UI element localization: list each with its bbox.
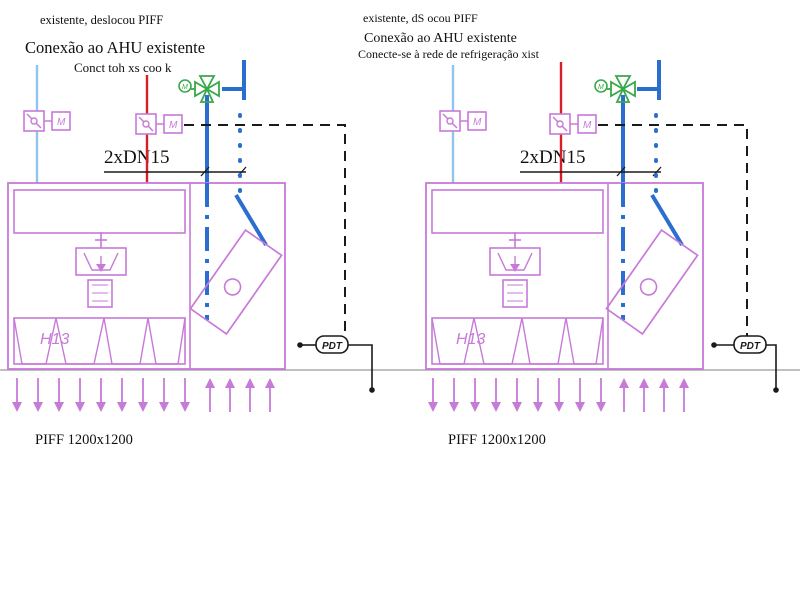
unit-1-damper-supply: M (135, 113, 183, 135)
unit-1-pipe-label: 2xDN15 (104, 147, 169, 168)
unit-2-damper-supply-motor-label: M (583, 120, 592, 131)
unit-1-cooling-coil (189, 228, 283, 336)
unit-1-fan (75, 232, 127, 308)
unit-1-upper-chamber (13, 189, 186, 234)
unit-1-supply-airflow-arrows (12, 378, 190, 412)
unit-2-caption: PIFF 1200x1200 (448, 432, 546, 448)
unit-1-caption: PIFF 1200x1200 (35, 432, 133, 448)
unit-2-damper-return-motor-label: M (473, 117, 482, 128)
unit-2-filter-label: H13 (456, 331, 485, 348)
unit-2-control-line-dashed (598, 124, 764, 340)
unit-1-damper-supply-motor-label: M (169, 120, 178, 131)
unit-2-chilled-pipe-diagonal (650, 193, 684, 247)
unit-2-valve-actuator-label: M (598, 84, 604, 91)
unit-2-fan (489, 232, 541, 308)
unit-1-valve-actuator-label: M (182, 84, 188, 91)
unit-1-hepa-filter: H13 (13, 317, 186, 365)
unit-2-cooling-coil (605, 228, 699, 336)
unit-1-damper-return-motor-label: M (57, 117, 66, 128)
unit-2-damper-return: M (439, 110, 487, 132)
unit-2-pdt-label: PDT (740, 341, 761, 352)
unit-2-housing (425, 182, 704, 370)
unit-1-heading: Conexão ao AHU existente (25, 38, 205, 57)
unit-1-three-way-valve: M (178, 75, 220, 103)
unit-1: existente, deslocou PIFF Conexão ao AHU … (7, 13, 375, 448)
unit-2-return-airflow-arrows (619, 378, 689, 412)
unit-2-hepa-filter: H13 (431, 317, 604, 365)
unit-2-note-top: existente, dS ocou PIFF (363, 11, 478, 25)
unit-2-pipe-label: 2xDN15 (520, 147, 585, 168)
unit-1-subheading: Conct toh xs coo k (74, 60, 172, 75)
unit-1-housing (7, 182, 286, 370)
unit-2-supply-airflow-arrows (428, 378, 606, 412)
unit-1-note-top: existente, deslocou PIFF (40, 13, 163, 27)
unit-1-pdt-label: PDT (322, 341, 343, 352)
unit-1-filter-label: H13 (40, 331, 69, 348)
unit-2-three-way-valve: M (594, 75, 636, 103)
unit-2-heading: Conexão ao AHU existente (364, 31, 517, 46)
unit-2-pdt-sensor: PDT (711, 335, 779, 393)
unit-1-chilled-pipe-diagonal (234, 193, 268, 247)
unit-1-pdt-sensor: PDT (297, 335, 375, 393)
unit-2: existente, dS ocou PIFF Conexão ao AHU e… (358, 11, 779, 448)
unit-2-upper-chamber (431, 189, 604, 234)
unit-2-subheading: Conecte-se à rede de refrigeração xist (358, 47, 540, 61)
unit-1-damper-return: M (23, 110, 71, 132)
unit-2-damper-supply: M (549, 113, 597, 135)
unit-1-return-airflow-arrows (205, 378, 275, 412)
